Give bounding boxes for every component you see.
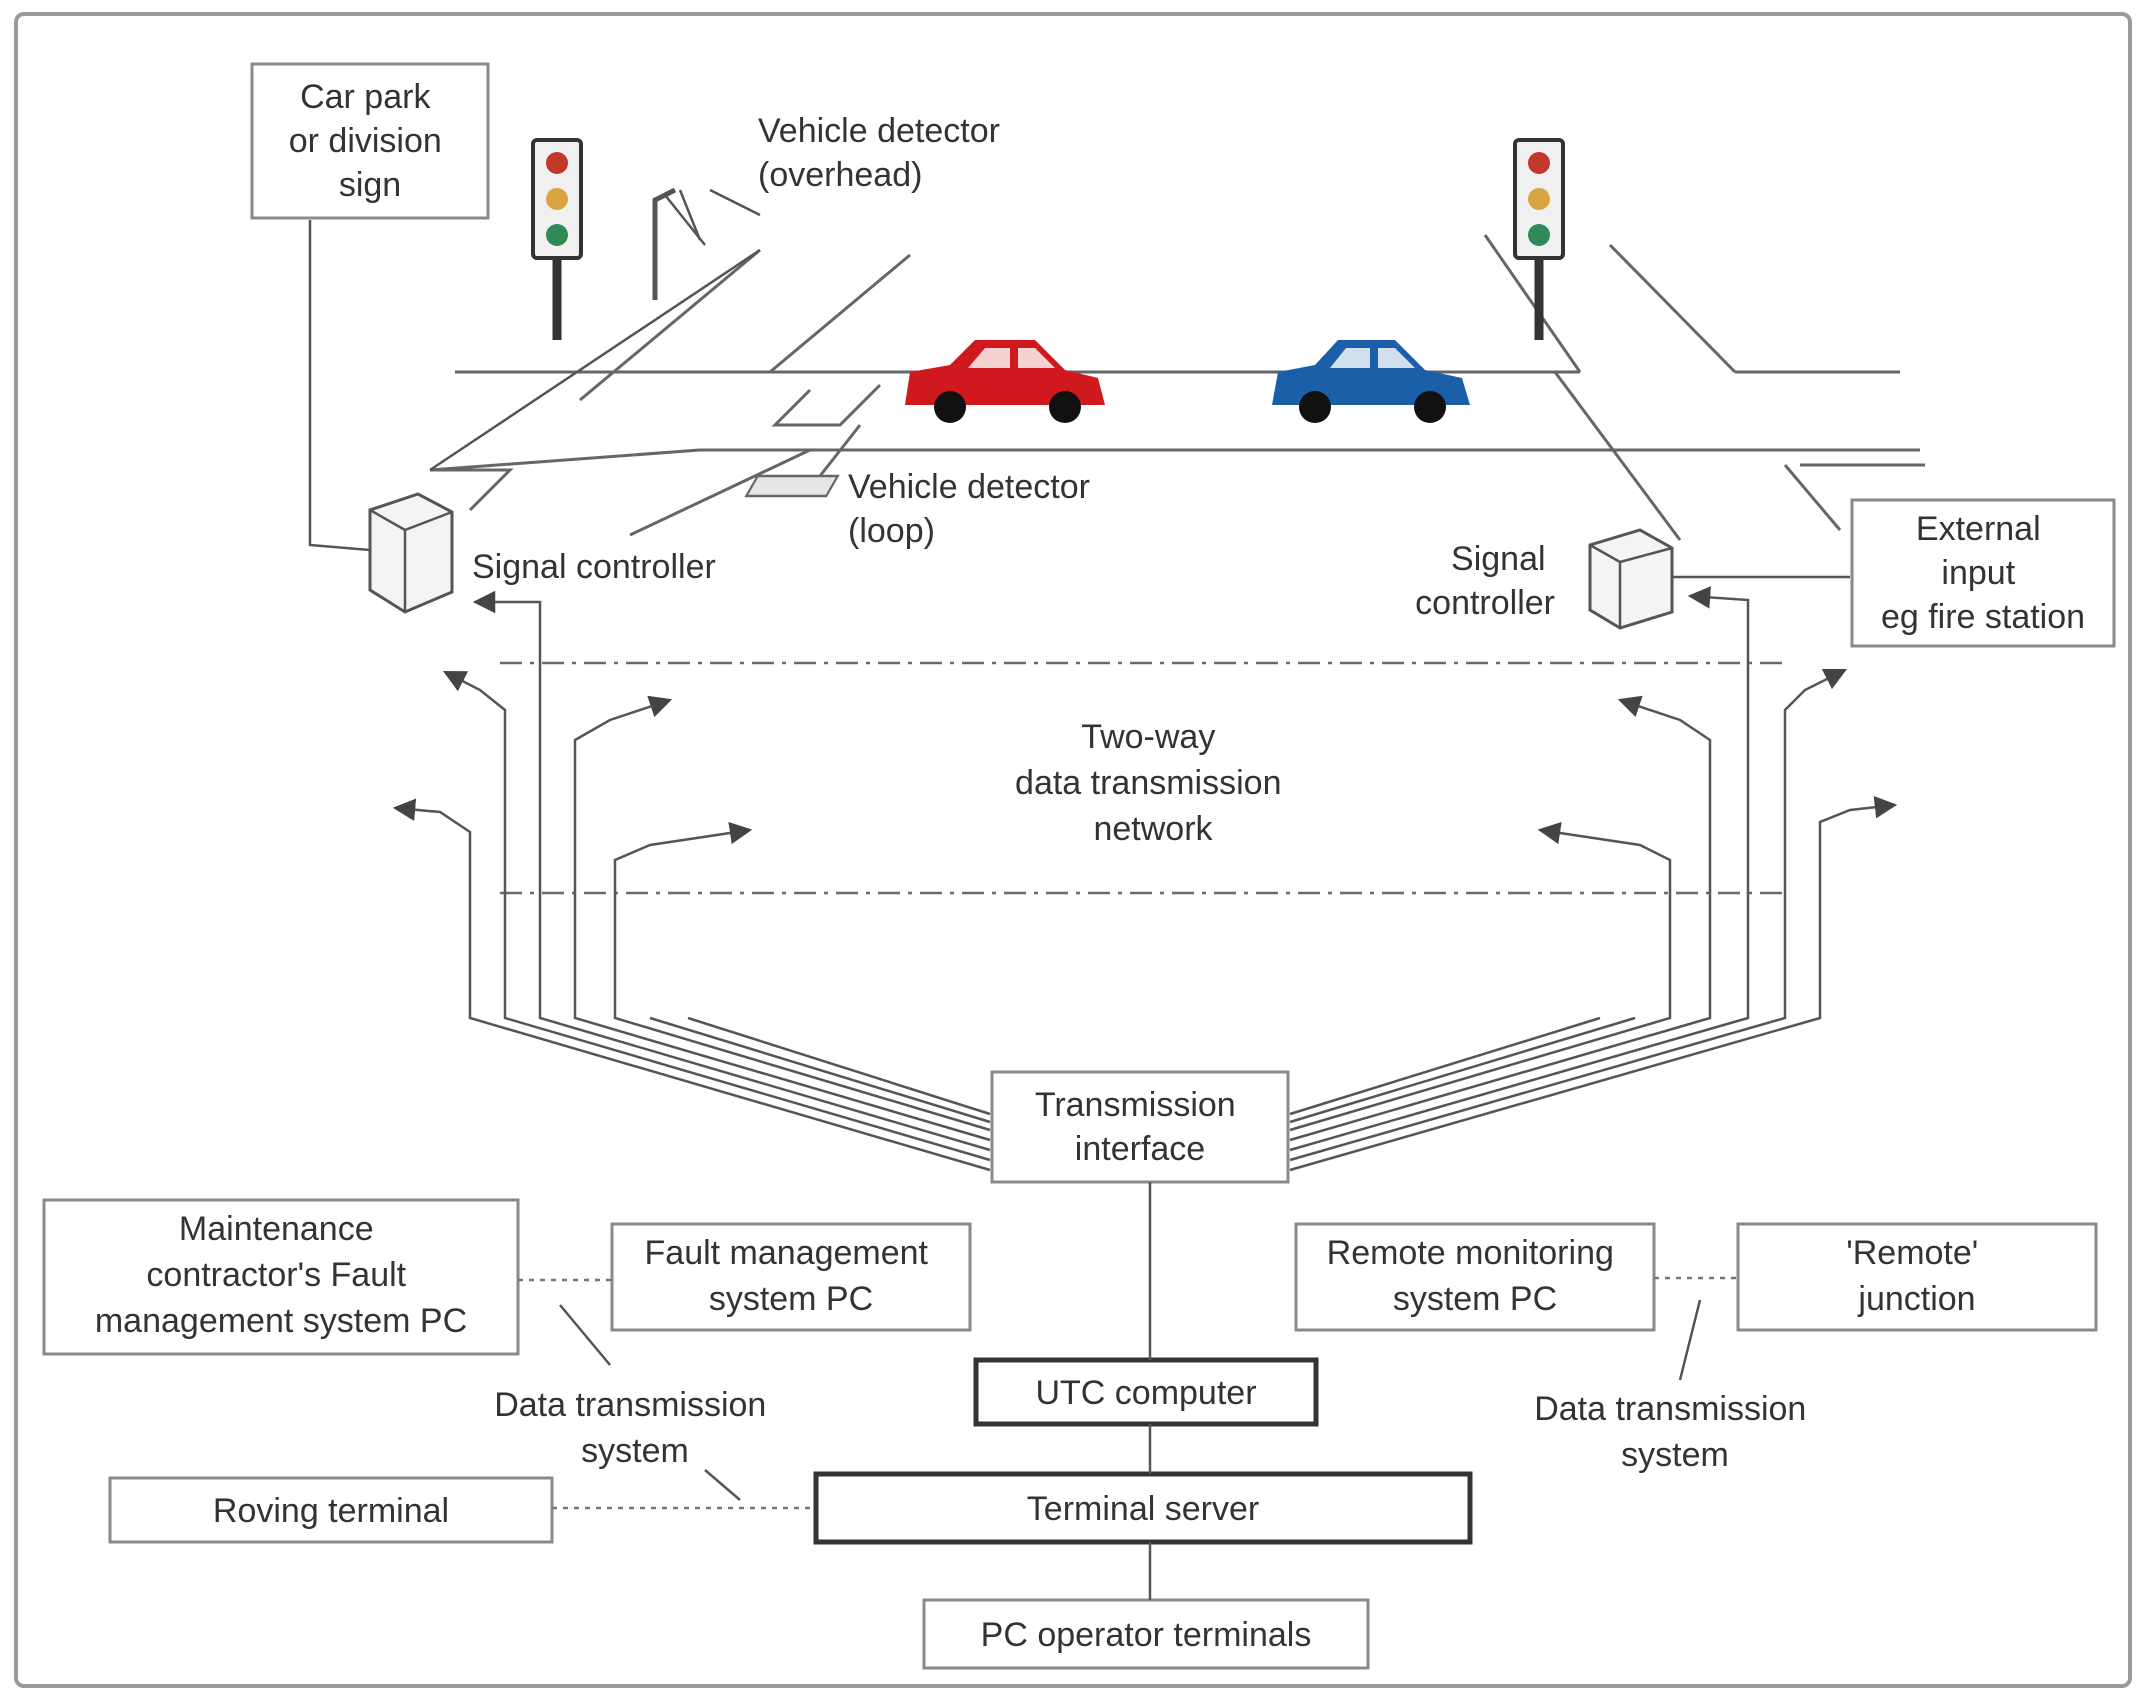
sign-to-controller-line <box>308 220 371 552</box>
pc-operator-terminals-box <box>922 1598 1370 1670</box>
controller-left-to-signal <box>429 248 761 472</box>
signal-amber-lamp <box>546 188 568 210</box>
remote-monitoring-pc-box <box>1294 1222 1656 1332</box>
maintenance-pc-label: Maintenance contractor's Fault managemen… <box>95 1210 467 1340</box>
utc-computer-label: UTC computer <box>1035 1374 1256 1412</box>
data-tx-left-leader <box>559 1304 611 1366</box>
right-link-bundle <box>1289 586 1898 1172</box>
remote-junction-box <box>1736 1222 2098 1332</box>
vehicle-detector-overhead-label: Vehicle detector (overhead) <box>758 112 1009 194</box>
fault-pc-label: Fault management system PC <box>645 1234 938 1318</box>
fault-pc-box <box>610 1222 972 1332</box>
pc-operator-terminals-label: PC operator terminals <box>981 1616 1312 1654</box>
signal-controller-left-label: Signal controller <box>472 548 716 586</box>
signal-controller-right-label: Signal controller <box>1415 540 1555 622</box>
roving-terminal-box <box>108 1476 554 1544</box>
transmission-interface-box <box>990 1070 1290 1184</box>
traffic-signal-right <box>1513 138 1565 340</box>
roving-terminal-label: Roving terminal <box>213 1492 449 1530</box>
diagram-frame <box>14 12 2132 1688</box>
terminal-server-label: Terminal server <box>1027 1490 1259 1528</box>
transmission-interface-label: Transmission interface <box>1035 1086 1245 1168</box>
signal-red-lamp <box>546 152 568 174</box>
utc-computer-box <box>973 1357 1319 1427</box>
data-tx-left-label: Data transmission system <box>494 1386 776 1470</box>
traffic-signal-left <box>531 138 583 340</box>
car-red <box>905 340 1105 423</box>
signal-controller-right-cabinet <box>1588 528 1674 630</box>
external-input-label: External input eg fire station <box>1881 510 2085 636</box>
data-tx-left-leader-2 <box>704 1469 741 1501</box>
remote-monitoring-pc-label: Remote monitoring system PC <box>1327 1234 1624 1318</box>
signal-green-lamp <box>546 224 568 246</box>
data-tx-right-leader <box>1678 1299 1702 1381</box>
external-input-box <box>1850 498 2116 648</box>
signal-amber-lamp <box>1528 188 1550 210</box>
overhead-detector <box>652 187 761 300</box>
car-blue <box>1272 340 1470 423</box>
signal-red-lamp <box>1528 152 1550 174</box>
maintenance-pc-box <box>42 1198 520 1356</box>
remote-junction-label: 'Remote' junction <box>1846 1234 1988 1318</box>
left-link-bundle <box>392 590 991 1172</box>
network-label: Two-way data transmission network <box>1015 718 1291 848</box>
road <box>429 234 1925 541</box>
data-tx-right-label: Data transmission system <box>1534 1390 1816 1474</box>
car-park-sign-label: Car park or division sign <box>289 78 452 204</box>
terminal-server-box <box>813 1471 1473 1545</box>
vehicle-detector-loop-label: Vehicle detector (loop) <box>848 468 1099 550</box>
signal-green-lamp <box>1528 224 1550 246</box>
signal-controller-left-cabinet <box>368 492 454 614</box>
car-park-sign-box <box>250 62 490 220</box>
